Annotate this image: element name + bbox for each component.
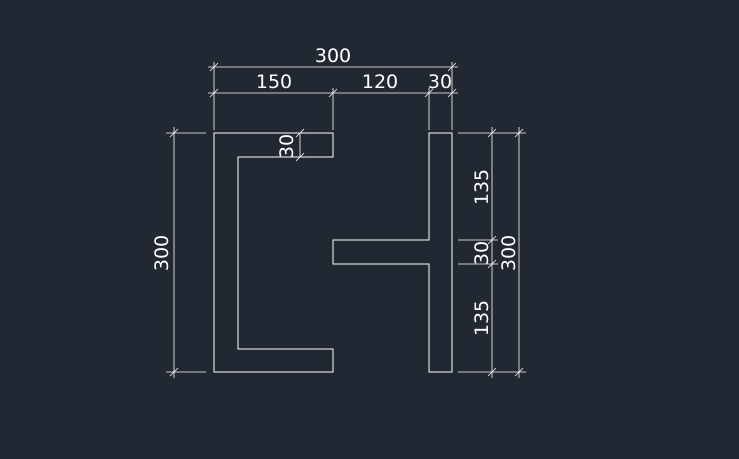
- dim-right-lower: 135: [471, 300, 493, 336]
- dim-top-right: 30: [428, 71, 452, 93]
- c-shape-outline: [213, 132, 334, 373]
- left-height-dimension: [166, 127, 206, 378]
- dim-right-mid: 30: [471, 241, 493, 265]
- dim-flange-thickness: 30: [276, 134, 298, 158]
- dim-right-upper: 135: [471, 169, 493, 205]
- right-dimensions: [458, 127, 526, 378]
- dim-left-overall: 300: [151, 235, 173, 271]
- dim-top-left: 150: [256, 71, 292, 93]
- dim-top-mid: 120: [362, 71, 398, 93]
- flange-thickness-dimension: [295, 128, 333, 162]
- dim-top-overall: 300: [315, 45, 351, 67]
- t-shape-outline: [332, 132, 453, 373]
- top-dimensions: [208, 62, 458, 130]
- dim-right-overall: 300: [498, 235, 520, 271]
